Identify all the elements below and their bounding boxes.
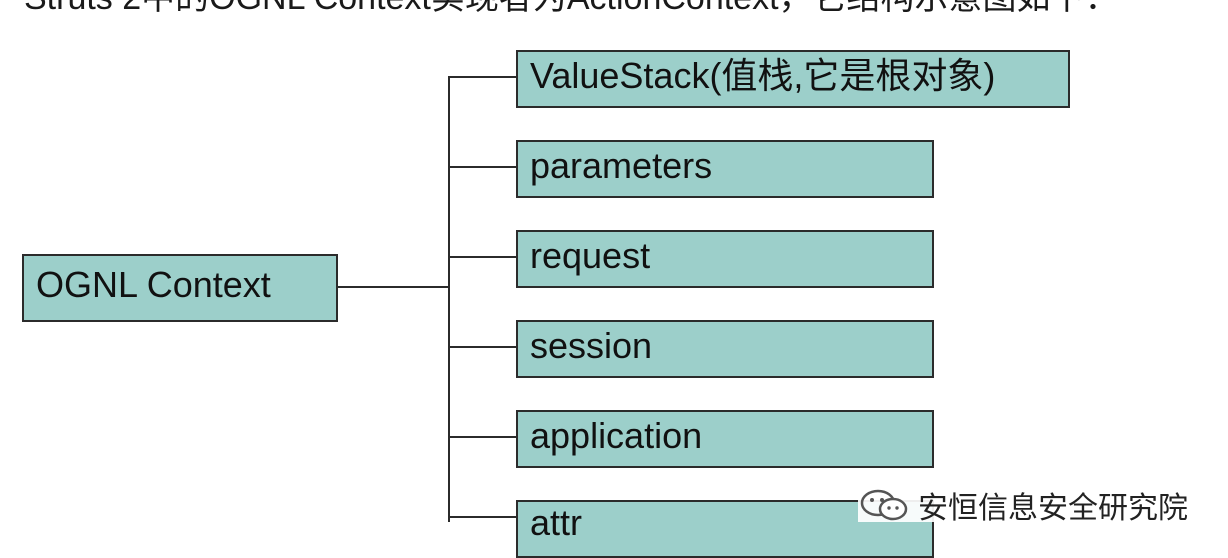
- branch-line-application: [448, 436, 516, 438]
- node-label: OGNL Context: [36, 264, 271, 305]
- trunk-line: [448, 76, 450, 522]
- node-valuestack: ValueStack(值栈,它是根对象): [516, 50, 1070, 108]
- node-label: session: [530, 325, 653, 366]
- diagram-caption: Struts 2中的OGNL Context实现者为ActionContext，…: [24, 0, 1119, 18]
- wechat-icon: [860, 489, 908, 521]
- branch-line-parameters: [448, 166, 516, 168]
- node-label: attr: [530, 502, 583, 543]
- watermark: 安恒信息安全研究院: [858, 488, 1228, 522]
- node-label: request: [530, 235, 651, 276]
- node-request: request: [516, 230, 934, 288]
- branch-line-valuestack: [448, 76, 516, 78]
- branch-line-session: [448, 346, 516, 348]
- root-connector: [336, 286, 450, 288]
- branch-line-attr: [448, 516, 516, 518]
- node-label: application: [530, 415, 703, 456]
- node-label: ValueStack(值栈,它是根对象): [530, 55, 996, 96]
- branch-line-request: [448, 256, 516, 258]
- node-label: parameters: [530, 145, 713, 186]
- watermark-text: 安恒信息安全研究院: [918, 492, 1188, 522]
- node-ognl-context: OGNL Context: [22, 254, 338, 322]
- node-session: session: [516, 320, 934, 378]
- node-parameters: parameters: [516, 140, 934, 198]
- node-application: application: [516, 410, 934, 468]
